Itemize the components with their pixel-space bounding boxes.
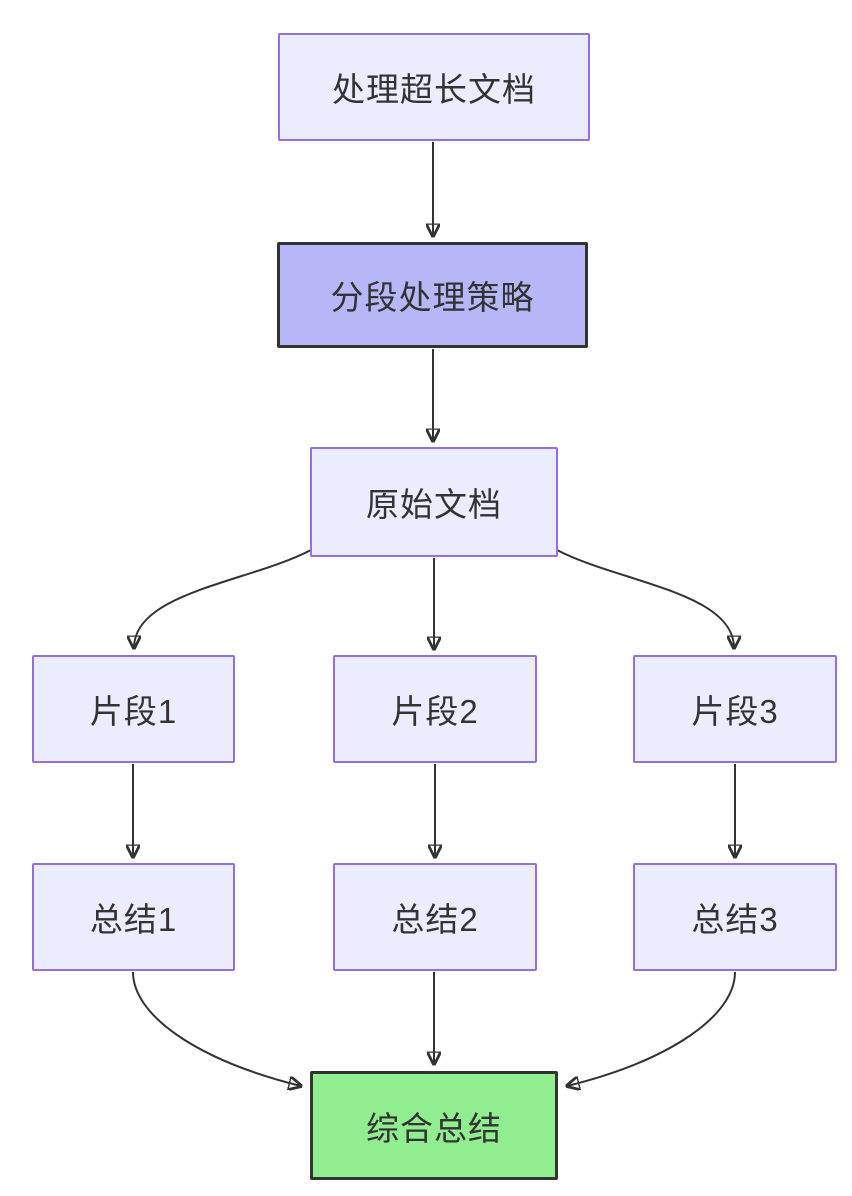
node-process-long-document: 处理超长文档 [278,33,590,141]
node-label: 总结2 [391,901,479,938]
node-label: 片段2 [391,693,479,730]
node-label: 总结1 [89,901,178,938]
node-original-document: 原始文档 [310,447,558,557]
node-segmentation-strategy: 分段处理策略 [277,242,588,348]
edge-original-to-fragment3 [556,549,734,648]
node-summary-1: 总结1 [32,863,235,971]
node-label: 分段处理策略 [330,279,535,316]
node-label: 总结3 [691,901,779,938]
node-final-summary: 综合总结 [310,1071,558,1180]
edge-summary3-to-final [567,971,736,1086]
node-label: 片段1 [89,693,178,730]
node-fragment-3: 片段3 [633,655,837,763]
node-label: 原始文档 [366,486,502,523]
node-summary-3: 总结3 [633,863,837,971]
node-fragment-2: 片段2 [333,655,537,763]
node-fragment-1: 片段1 [32,655,235,763]
node-label: 处理超长文档 [332,71,536,108]
node-label: 综合总结 [366,1109,502,1147]
node-summary-2: 总结2 [333,863,537,971]
edge-summary1-to-final [132,971,301,1086]
node-label: 片段3 [691,693,779,730]
edge-original-to-fragment1 [134,549,312,648]
